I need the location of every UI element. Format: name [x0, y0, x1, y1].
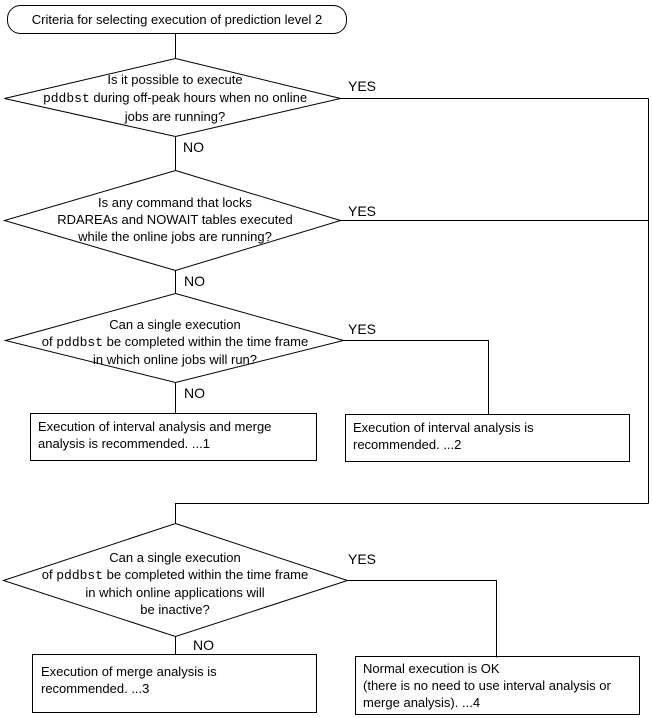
decision4-line4-text: be inactive?	[140, 602, 210, 617]
pddbst-command-text: pddbst	[56, 335, 104, 350]
decision4-line2: of pddbst be completed within the time f…	[15, 566, 335, 584]
start-terminator-label: Criteria for selecting execution of pred…	[31, 12, 323, 27]
decision2-text: Is any command that locks RDAREAs and NO…	[15, 194, 335, 245]
decision3-line3: in which online jobs will run?	[15, 351, 335, 368]
result1-line1: Execution of interval analysis and merge	[38, 418, 310, 435]
result4-line1-text: Normal execution is OK	[363, 661, 500, 676]
decision3-line1-text: Can a single execution	[109, 317, 241, 332]
decision4-line1-text: Can a single execution	[109, 550, 241, 565]
decision4-line2-text: be completed within the time frame	[103, 567, 309, 582]
decision3-line2: of pddbst be completed within the time f…	[15, 333, 335, 351]
pddbst-command-text: pddbst	[42, 91, 90, 106]
decision3-no-label: NO	[184, 385, 205, 401]
decision1-line3: jobs are running?	[15, 108, 335, 126]
result4-line2: (there is no need to use interval analys…	[363, 677, 635, 694]
decision3-line2-pre: of	[41, 334, 57, 349]
result3-line1: Execution of merge analysis is	[41, 663, 311, 680]
decision2-no-label: NO	[184, 273, 205, 289]
decision1-yes-label: YES	[348, 78, 377, 94]
decision4-line1: Can a single execution	[15, 549, 335, 566]
result3-text: Execution of merge analysis is recommend…	[41, 663, 311, 697]
result4-line3: merge analysis). ...4	[363, 694, 635, 711]
result2-line1-text: Execution of interval analysis is	[353, 420, 534, 435]
decision3-line3-text: in which online jobs will run?	[92, 352, 258, 367]
decision2-line2: RDAREAs and NOWAIT tables executed	[15, 211, 335, 228]
result3-box	[32, 654, 317, 713]
result3-line2: recommended. ...3	[41, 680, 311, 697]
result4-box	[355, 656, 640, 715]
connector-decision3-yes	[343, 340, 489, 415]
decision1-line1-text: Is it possible to execute	[107, 72, 243, 87]
decision2-line3-text: while the online jobs are running?	[78, 229, 272, 244]
result4-text: Normal execution is OK (there is no need…	[363, 660, 635, 711]
decision2-line1: Is any command that locks	[15, 194, 335, 211]
decision4-line3: in which online applications will	[15, 584, 335, 601]
result2-line1: Execution of interval analysis is	[353, 419, 623, 436]
result2-line2-text: recommended. ...2	[353, 437, 462, 452]
result1-line2-text: analysis is recommended. ...1	[38, 436, 210, 451]
result1-box	[30, 413, 317, 461]
result1-line2: analysis is recommended. ...1	[38, 435, 310, 452]
decision4-line4: be inactive?	[15, 601, 335, 618]
decision3-line1: Can a single execution	[15, 316, 335, 333]
decision2-yes-label: YES	[348, 203, 377, 219]
decision1-line1: Is it possible to execute	[15, 71, 335, 89]
decision4-yes-label: YES	[348, 551, 377, 567]
decision3-line2-text: be completed within the time frame	[103, 334, 309, 349]
decision1-line2-text: during off-peak hours when no online	[89, 90, 308, 105]
result3-line2-text: recommended. ...3	[41, 681, 150, 696]
decision2-line3: while the online jobs are running?	[15, 228, 335, 245]
decision4-text: Can a single execution of pddbst be comp…	[15, 549, 335, 618]
decision3-yes-label: YES	[348, 321, 377, 337]
connector-rail-to-decision4	[175, 503, 649, 524]
flowchart-lines-group	[1, 5, 649, 715]
result2-text: Execution of interval analysis is recomm…	[353, 419, 623, 453]
result1-line1-text: Execution of interval analysis and merge	[38, 419, 272, 434]
decision1-line2: pddbst during off-peak hours when no onl…	[15, 89, 335, 108]
result1-text: Execution of interval analysis and merge…	[38, 418, 310, 452]
decision2-line2-text: RDAREAs and NOWAIT tables executed	[57, 212, 293, 227]
decision4-no-label: NO	[193, 637, 214, 653]
decision1-line3-text: jobs are running?	[124, 109, 226, 124]
start-terminator-shape	[7, 5, 347, 34]
decision4-line2-pre: of	[41, 567, 57, 582]
pddbst-command-text: pddbst	[56, 568, 104, 583]
result4-line1: Normal execution is OK	[363, 660, 635, 677]
decision3-text: Can a single execution of pddbst be comp…	[15, 316, 335, 368]
result4-line3-text: merge analysis). ...4	[363, 695, 481, 710]
result4-line2-text: (there is no need to use interval analys…	[363, 678, 611, 693]
decision1-no-label: NO	[183, 139, 204, 155]
result2-box	[345, 414, 630, 462]
decision4-line3-text: in which online applications will	[85, 585, 265, 600]
connector-decision4-yes	[347, 580, 497, 658]
result3-line1-text: Execution of merge analysis is	[41, 664, 217, 679]
result2-line2: recommended. ...2	[353, 436, 623, 453]
decision1-text: Is it possible to execute pddbst during …	[15, 71, 335, 126]
decision2-line1-text: Is any command that locks	[98, 195, 252, 210]
